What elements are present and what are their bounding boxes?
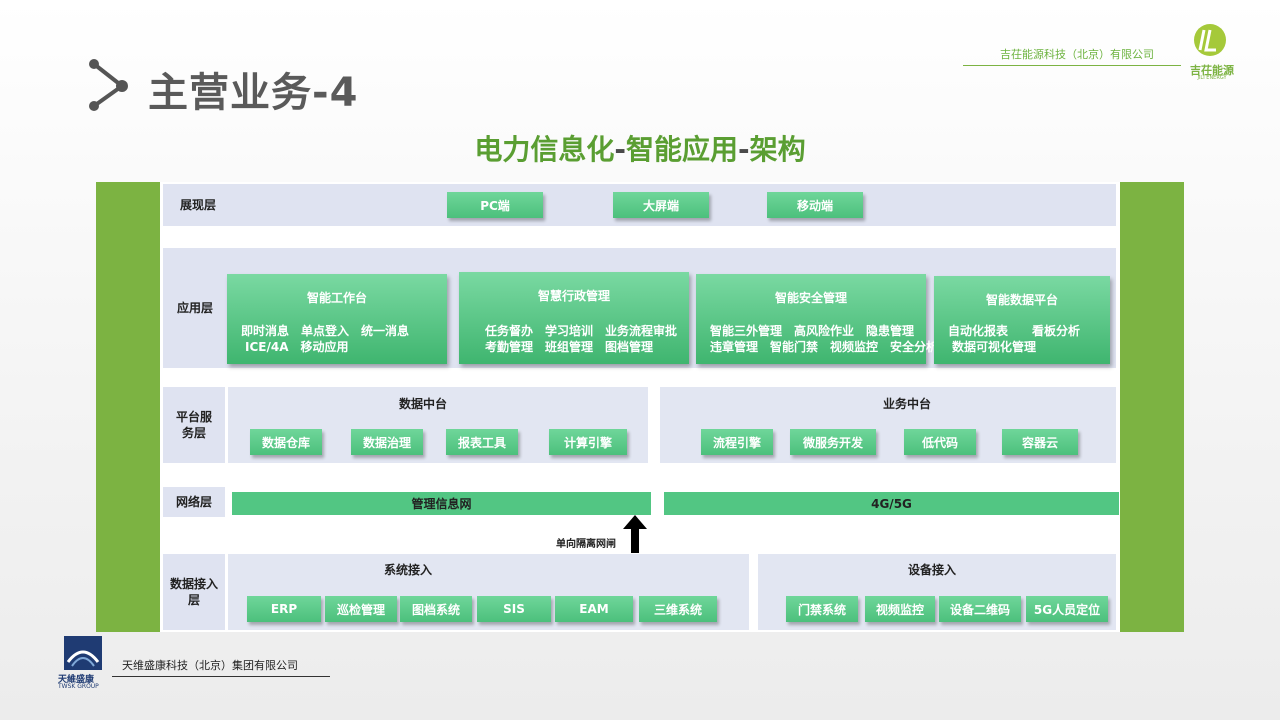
up-arrow-icon (623, 515, 647, 553)
platform-label-line2: 务层 (181, 426, 206, 440)
eam-button[interactable]: EAM (555, 596, 633, 622)
card-line: 违章管理 智能门禁 视频监控 安全分析 (710, 340, 939, 354)
access-layer-label-box (163, 554, 225, 630)
big-screen-button[interactable]: 大屏端 (613, 192, 709, 218)
microservice-dev-button[interactable]: 微服务开发 (790, 429, 876, 455)
page-title: 主营业务-4 (148, 70, 359, 116)
card-line: 自动化报表 看板分析 (948, 324, 1081, 338)
platform-layer-label-box (163, 387, 225, 463)
report-tool-button[interactable]: 报表工具 (446, 429, 518, 455)
display-layer-label: 展现层 (179, 198, 216, 212)
access-control-button[interactable]: 门禁系统 (786, 596, 858, 622)
card-title: 智能安全管理 (774, 291, 847, 305)
card-line: 任务督办 学习培训 业务流程审批 (485, 324, 678, 338)
mobile-network-bar: 4G/5G (664, 492, 1119, 515)
inspection-mgmt-button[interactable]: 巡检管理 (325, 596, 397, 622)
drawing-system-button[interactable]: 图档系统 (400, 596, 472, 622)
twsk-logo-icon (64, 636, 102, 670)
data-warehouse-button[interactable]: 数据仓库 (250, 429, 322, 455)
pc-client-button[interactable]: PC端 (447, 192, 543, 218)
network-nodes-icon (89, 59, 128, 111)
business-center-title: 业务中台 (882, 397, 931, 411)
platform-layer-label: 平台服 务层 (163, 387, 225, 463)
subtitle-sep2: - (738, 133, 750, 166)
company-name-top: 吉茌能源科技（北京）有限公司 (1000, 48, 1154, 61)
compute-engine-button[interactable]: 计算引擎 (549, 429, 627, 455)
access-label-line1: 数据接入 (169, 577, 218, 591)
card-line: 考勤管理 班组管理 图档管理 (485, 340, 654, 354)
network-layer-label-box (163, 487, 225, 517)
card-title: 智能工作台 (306, 291, 367, 305)
jili-energy-logo-icon (1194, 24, 1226, 56)
company-name-bottom: 天维盛康科技（北京）集团有限公司 (122, 659, 298, 672)
data-governance-button[interactable]: 数据治理 (351, 429, 423, 455)
access-layer-label: 数据接入 层 (163, 554, 225, 630)
mobile-client-button[interactable]: 移动端 (767, 192, 863, 218)
network-layer-label: 网络层 (175, 495, 212, 509)
gateway-label: 单向隔离网闸 (556, 539, 616, 550)
app-card-smart-admin[interactable]: 智慧行政管理 任务督办 学习培训 业务流程审批 考勤管理 班组管理 图档管理 (459, 272, 689, 364)
erp-button[interactable]: ERP (247, 596, 321, 622)
logo-top-name: 吉茌能源 (1190, 64, 1234, 77)
management-network-bar: 管理信息网 (232, 492, 651, 515)
device-qrcode-button[interactable]: 设备二维码 (939, 596, 1021, 622)
data-center-title: 数据中台 (398, 397, 447, 411)
platform-label-line1: 平台服 (175, 410, 212, 424)
footer-logo-name: 天維盛康 (58, 675, 95, 685)
card-title: 智慧行政管理 (537, 289, 610, 303)
device-access-title: 设备接入 (907, 563, 956, 577)
access-label-line2: 层 (187, 593, 200, 607)
card-line: ICE/4A 移动应用 (245, 340, 349, 354)
container-cloud-button[interactable]: 容器云 (1002, 429, 1078, 455)
app-card-smart-data-platform[interactable]: 智能数据平台 自动化报表 看板分析 数据可视化管理 (934, 276, 1110, 364)
footer-logo-en: TWSK GROUP (58, 683, 99, 690)
3d-system-button[interactable]: 三维系统 (639, 596, 717, 622)
application-layer-label: 应用层 (176, 301, 213, 315)
diagram-subtitle: 电力信息化-智能应用-架构 (0, 128, 1280, 168)
system-access-title: 系统接入 (383, 563, 432, 577)
card-line: 智能三外管理 高风险作业 隐患管理 (710, 324, 915, 338)
subtitle-sep1: - (614, 133, 626, 166)
subtitle-part1: 电力信息化 (474, 133, 615, 166)
subtitle-part2: 智能应用 (625, 133, 738, 166)
process-engine-button[interactable]: 流程引擎 (701, 429, 773, 455)
5g-locating-button[interactable]: 5G人员定位 (1026, 596, 1108, 622)
card-title: 智能数据平台 (985, 293, 1058, 307)
footer-divider (112, 676, 330, 677)
card-line: 数据可视化管理 (952, 340, 1037, 354)
card-line: 即时消息 单点登入 统一消息 (241, 324, 410, 338)
subtitle-part3: 架构 (749, 133, 806, 166)
video-monitor-button[interactable]: 视频监控 (865, 596, 935, 622)
logo-top-en: JILI ENERGY (1197, 75, 1227, 81)
app-card-smart-safety[interactable]: 智能安全管理 智能三外管理 高风险作业 隐患管理 违章管理 智能门禁 视频监控 … (696, 274, 938, 364)
app-card-smart-workbench[interactable]: 智能工作台 即时消息 单点登入 统一消息 ICE/4A 移动应用 (227, 274, 447, 364)
sis-button[interactable]: SIS (477, 596, 551, 622)
header-divider (963, 65, 1181, 66)
low-code-button[interactable]: 低代码 (904, 429, 976, 455)
